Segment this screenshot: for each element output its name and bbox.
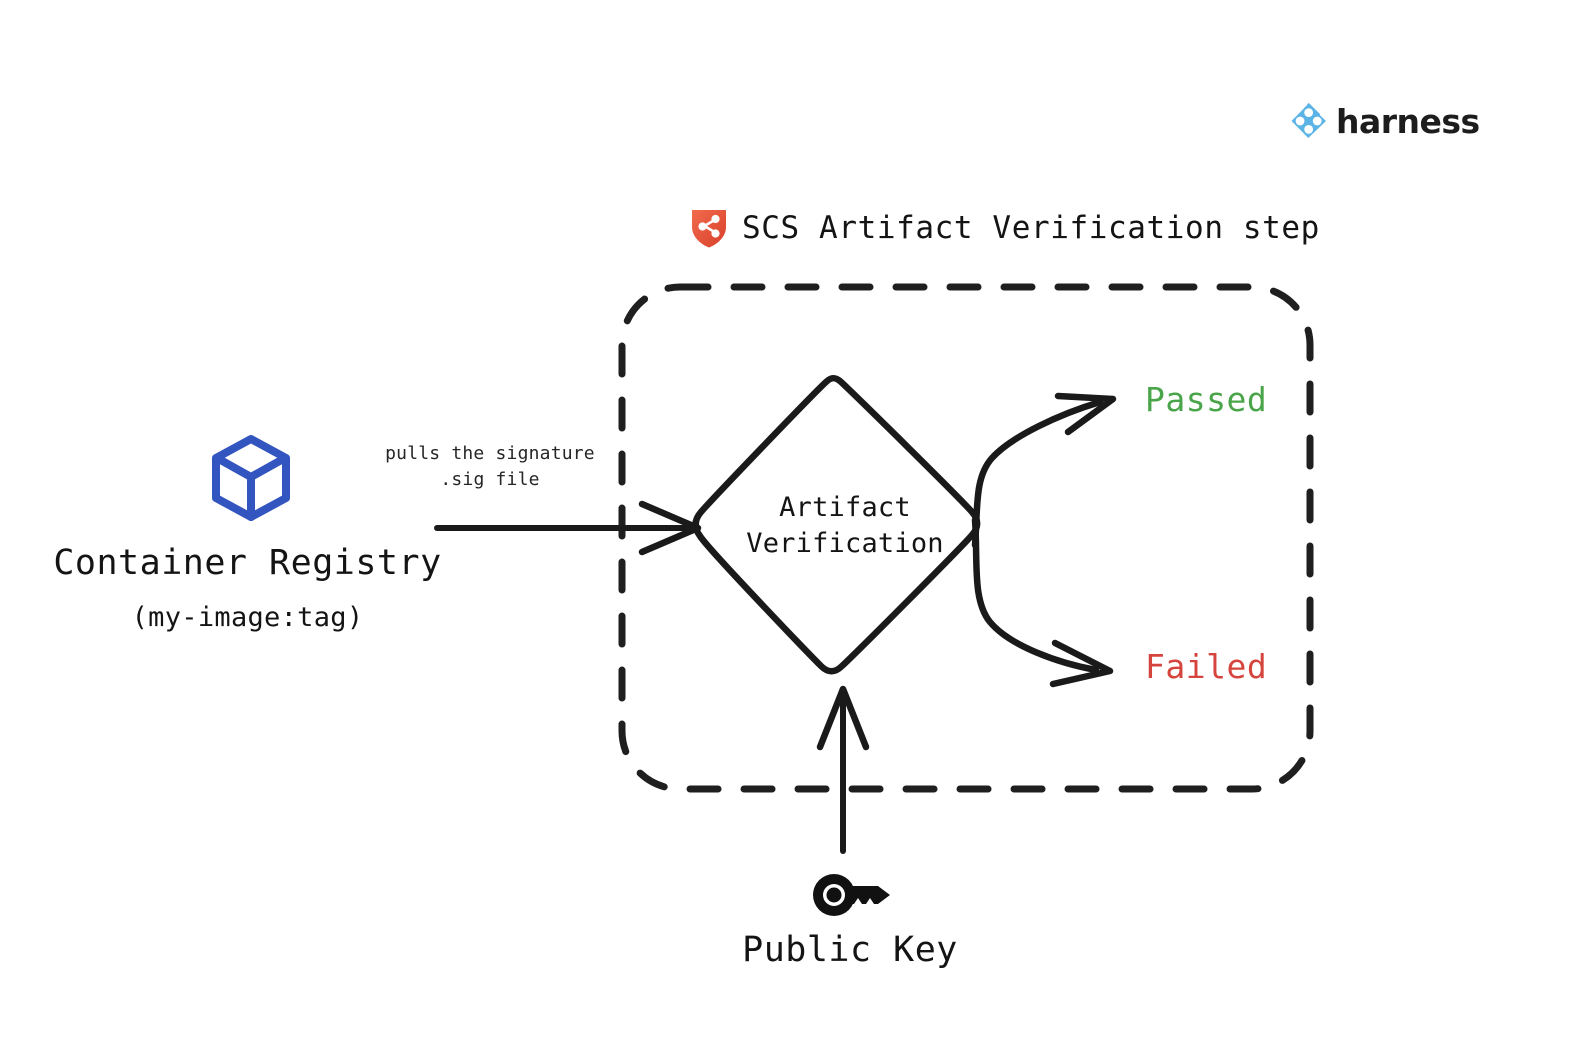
artifact-verification-line-1: Artifact xyxy=(779,492,911,523)
artifact-verification-node-label: Artifact Verification xyxy=(690,490,1000,562)
container-registry-subtitle: (my-image:tag) xyxy=(131,602,364,633)
pull-signature-edge-label: pulls the signature .sig file xyxy=(368,441,612,493)
container-registry-title: Container Registry xyxy=(53,543,442,583)
public-key-icon xyxy=(813,874,890,916)
public-key-label: Public Key xyxy=(742,930,958,970)
outcome-passed-label: Passed xyxy=(1145,380,1268,419)
arrow-verification-to-failed xyxy=(971,516,1114,688)
artifact-verification-line-2: Verification xyxy=(746,528,944,559)
scs-step-boundary xyxy=(618,283,1314,793)
container-cube-icon xyxy=(212,435,290,521)
decision-diamond-shape xyxy=(692,374,981,675)
scs-step-title: SCS Artifact Verification step xyxy=(690,207,1320,249)
arrow-public-key-to-verification xyxy=(816,685,870,854)
outcome-failed-label: Failed xyxy=(1145,647,1268,686)
brand-name: harness xyxy=(1336,101,1480,141)
arrow-registry-to-verification xyxy=(434,500,702,556)
harness-diamond-logo-icon xyxy=(1291,103,1326,138)
arrow-verification-to-passed xyxy=(971,392,1117,549)
brand-lockup: harness xyxy=(1288,100,1480,142)
pull-signature-line-2: .sig file xyxy=(440,469,540,490)
scs-step-title-label: SCS Artifact Verification step xyxy=(742,210,1320,246)
pull-signature-line-1: pulls the signature xyxy=(385,443,595,464)
shield-supply-chain-icon xyxy=(692,210,726,248)
